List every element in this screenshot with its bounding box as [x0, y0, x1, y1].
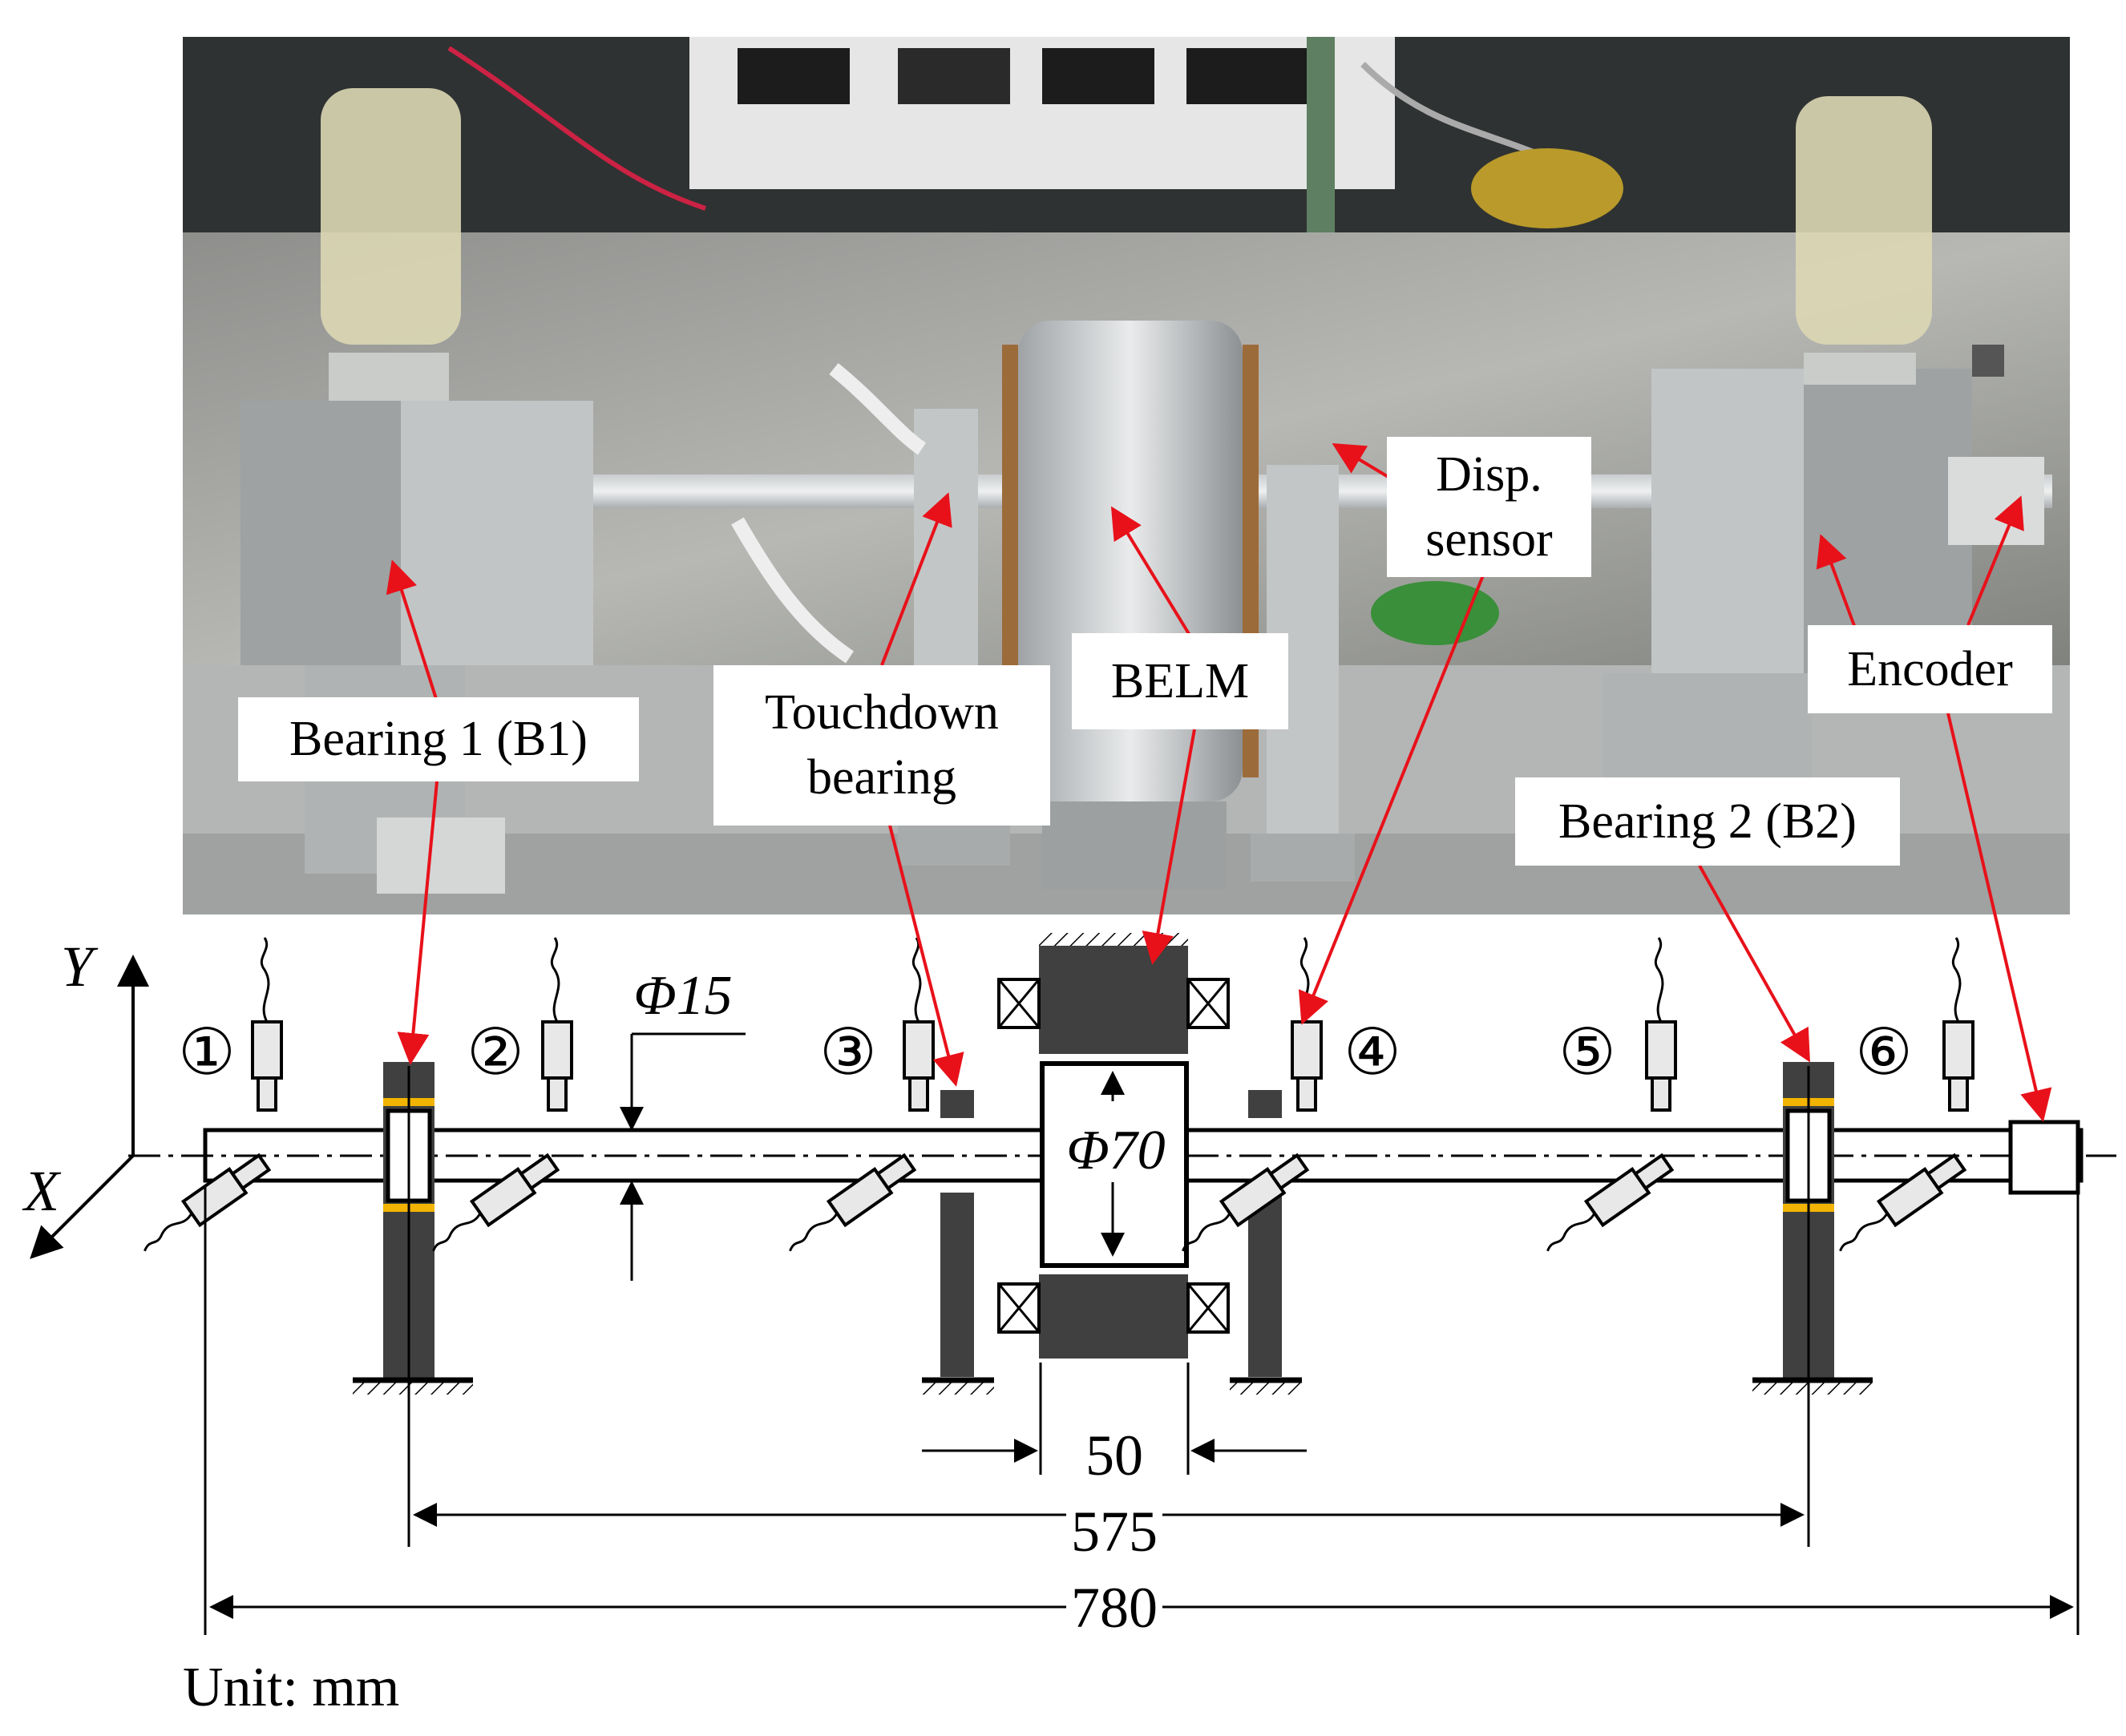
callout-encoder: Encoder	[1808, 625, 2052, 713]
unit-note: Unit: mm	[183, 1657, 400, 1718]
sensor-label-4: ④	[1344, 1018, 1401, 1088]
sensor-label-2: ②	[467, 1018, 524, 1088]
sensor-label-3: ③	[819, 1018, 877, 1088]
bearing-1-schematic	[353, 1062, 473, 1547]
callout-disp-sensor: Disp. sensor	[1387, 437, 1591, 577]
y-sensors	[251, 937, 1974, 1112]
axes-icon	[30, 955, 149, 1259]
shaft-diameter-label: Φ15	[633, 965, 732, 1027]
sensor-label-6: ⑥	[1855, 1018, 1913, 1088]
axis-x-label: X	[22, 1159, 62, 1223]
total-length-label: 780	[1071, 1576, 1158, 1640]
rotor-schematic: Y X ① ② ③ ④ ⑤ ⑥ Φ15 Φ70 50 575 780	[22, 933, 2116, 1640]
callout-touchdown-text: Touchdown bearing	[765, 685, 999, 805]
bearing-2-schematic	[1752, 1062, 1873, 1547]
callout-disp-sensor-text: Disp. sensor	[1425, 446, 1553, 567]
sensor-label-1: ①	[178, 1018, 236, 1088]
callout-bearing-2: Bearing 2 (B2)	[1515, 777, 1900, 866]
rotor-length-label: 50	[1085, 1423, 1143, 1488]
callout-belm: BELM	[1072, 633, 1288, 729]
test-rig-photo	[183, 37, 2070, 914]
callout-arrows	[386, 442, 2052, 1122]
rotor-diameter-label: Φ70	[1066, 1120, 1165, 1181]
encoder-schematic	[2008, 1120, 2080, 1195]
axis-y-label: Y	[61, 935, 99, 999]
belm-schematic	[997, 933, 1230, 1475]
callout-touchdown-bearing: Touchdown bearing	[713, 665, 1050, 826]
callout-bearing-1: Bearing 1 (B1)	[238, 697, 639, 781]
bearing-span-label: 575	[1071, 1500, 1158, 1564]
sensor-label-5: ⑤	[1558, 1018, 1616, 1088]
touchdown-bearing-schematic	[922, 1090, 1302, 1395]
x-sensors	[143, 1153, 1967, 1252]
